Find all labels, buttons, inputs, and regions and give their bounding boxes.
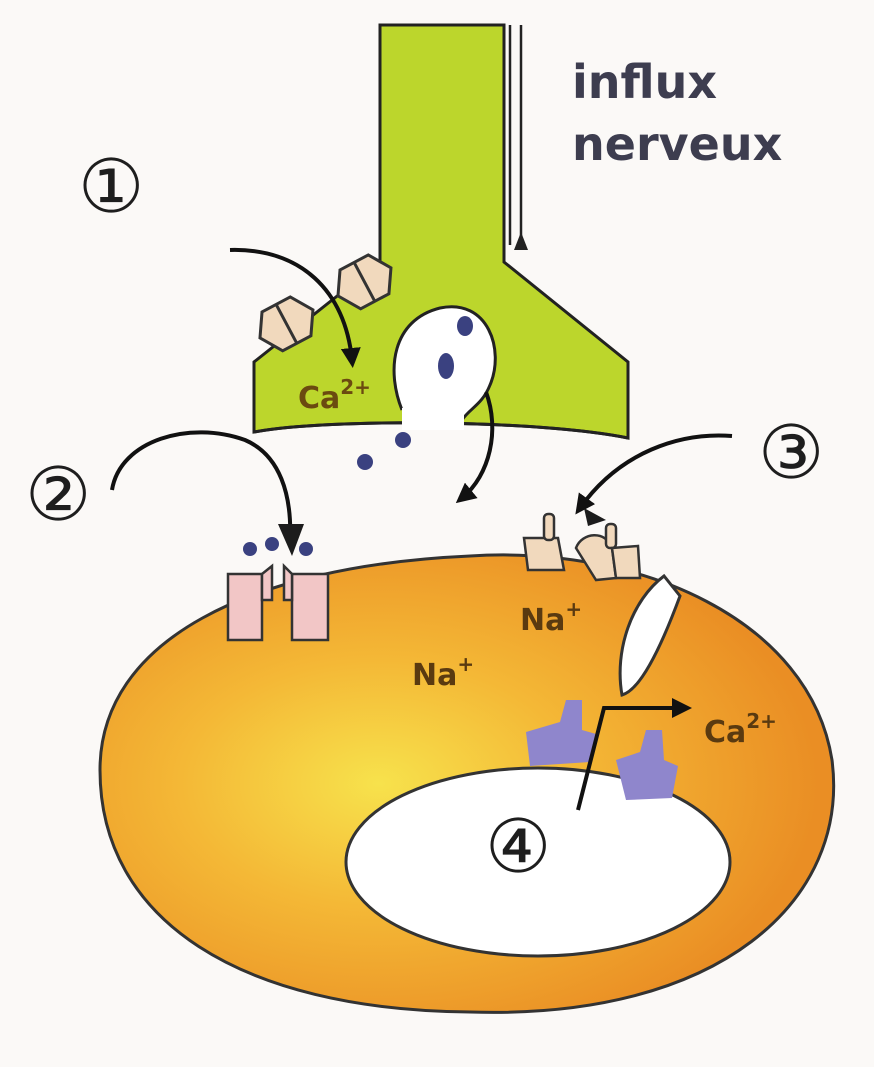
influx-arrow: [508, 25, 528, 250]
metabotropic-receptor: [522, 508, 642, 582]
vesicle-release-arrow-icon: [455, 391, 495, 504]
influx-label-line2: nerveux: [572, 117, 782, 171]
na-label-1: Na+: [520, 597, 582, 638]
step-1-number: ①: [78, 144, 144, 230]
step3-curved-arrow-icon: [575, 433, 733, 515]
calcium-channel-hexagon-icon: [336, 253, 393, 311]
vesicle-dot-icon: [457, 316, 473, 336]
ca-released-label: Ca2+: [704, 709, 777, 750]
vesicle-dot-icon: [438, 353, 454, 379]
step1-curved-arrow-icon: [229, 247, 361, 368]
neurotransmitter-dot-icon: [395, 432, 411, 448]
ligand-gated-receptor: [226, 537, 330, 642]
nucleus: [344, 766, 732, 958]
vesicle-opening: [402, 408, 464, 430]
calcium-channel-hexagon-icon: [258, 295, 315, 353]
ca-presynaptic-label: Ca2+: [298, 375, 371, 416]
step-3-number: ③: [758, 410, 824, 496]
calcium-release-channel: [526, 700, 678, 800]
influx-label-line1: influx: [572, 55, 717, 109]
step2-arrowhead-icon: [278, 524, 304, 556]
step-4-number: ④: [485, 804, 551, 890]
step-2-number: ②: [25, 452, 91, 538]
na-label-2: Na+: [412, 652, 474, 693]
step2-curved-arrow-icon: [110, 430, 301, 548]
neurotransmitter-dot-icon: [357, 454, 373, 470]
calcium-store-channel: [618, 573, 682, 697]
step4-release-arrow-icon: [576, 698, 692, 811]
